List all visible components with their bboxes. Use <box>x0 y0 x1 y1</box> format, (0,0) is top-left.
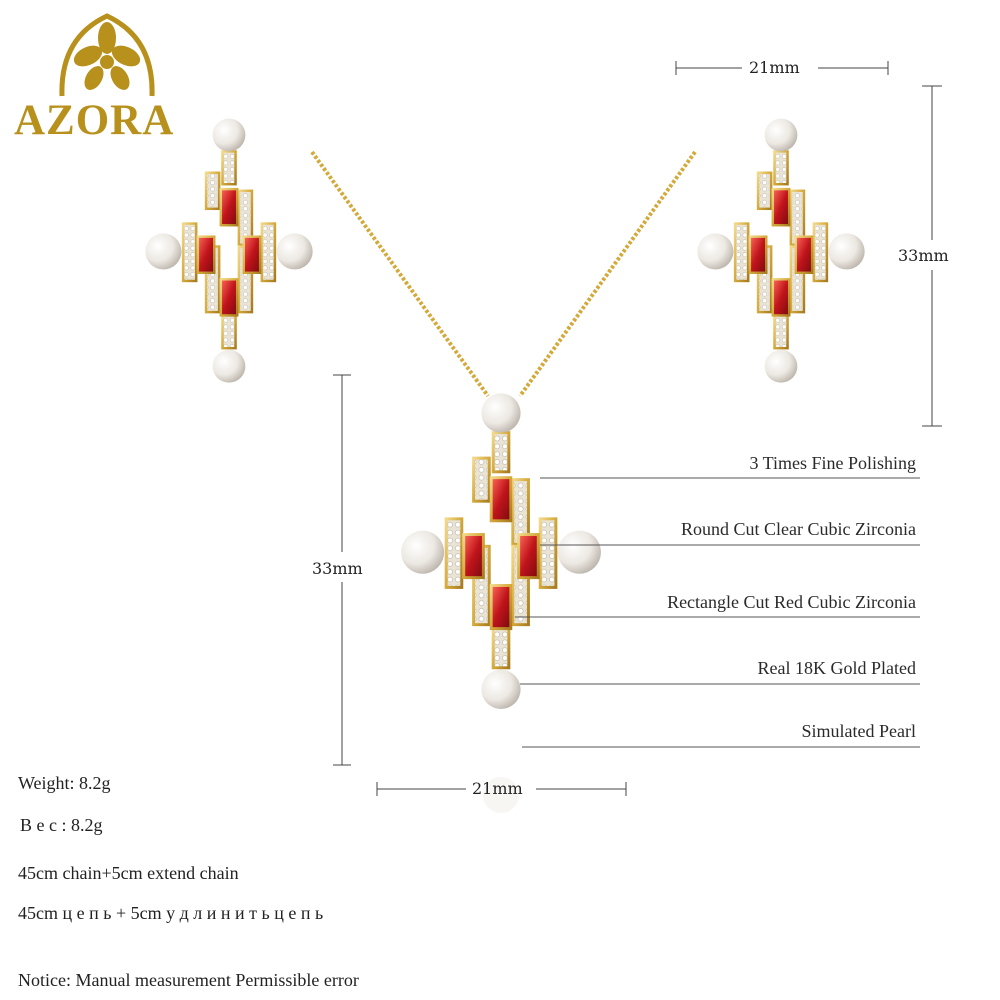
chain-en: 45cm chain+5cm extend chain <box>18 863 239 883</box>
chain-ru: 45cm ц е п ь + 5cm у д л и н и т ь ц е п… <box>18 903 324 923</box>
weight-en: Weight: 8.2g <box>18 773 111 793</box>
right-earring <box>696 117 866 384</box>
weight-ru: В е с : 8.2g <box>20 815 103 835</box>
earring-width-label: 21mm <box>749 58 800 77</box>
pendant <box>399 391 603 711</box>
earring-height-label: 33mm <box>898 246 949 265</box>
feature-pearl: Simulated Pearl <box>801 721 916 741</box>
feature-red-zirconia: Rectangle Cut Red Cubic Zirconia <box>667 592 916 612</box>
feature-polishing: 3 Times Fine Polishing <box>749 453 916 473</box>
pendant-height-label: 33mm <box>312 559 363 578</box>
feature-clear-zirconia: Round Cut Clear Cubic Zirconia <box>681 519 916 539</box>
chain <box>310 150 697 398</box>
brand-name: AZORA <box>14 97 175 144</box>
left-earring <box>144 117 314 384</box>
pendant-width-label: 21mm <box>472 779 523 798</box>
feature-gold-plated: Real 18K Gold Plated <box>757 658 916 678</box>
notice-text: Notice: Manual measurement Permissible e… <box>18 970 359 990</box>
brand-logo-icon <box>59 13 155 97</box>
